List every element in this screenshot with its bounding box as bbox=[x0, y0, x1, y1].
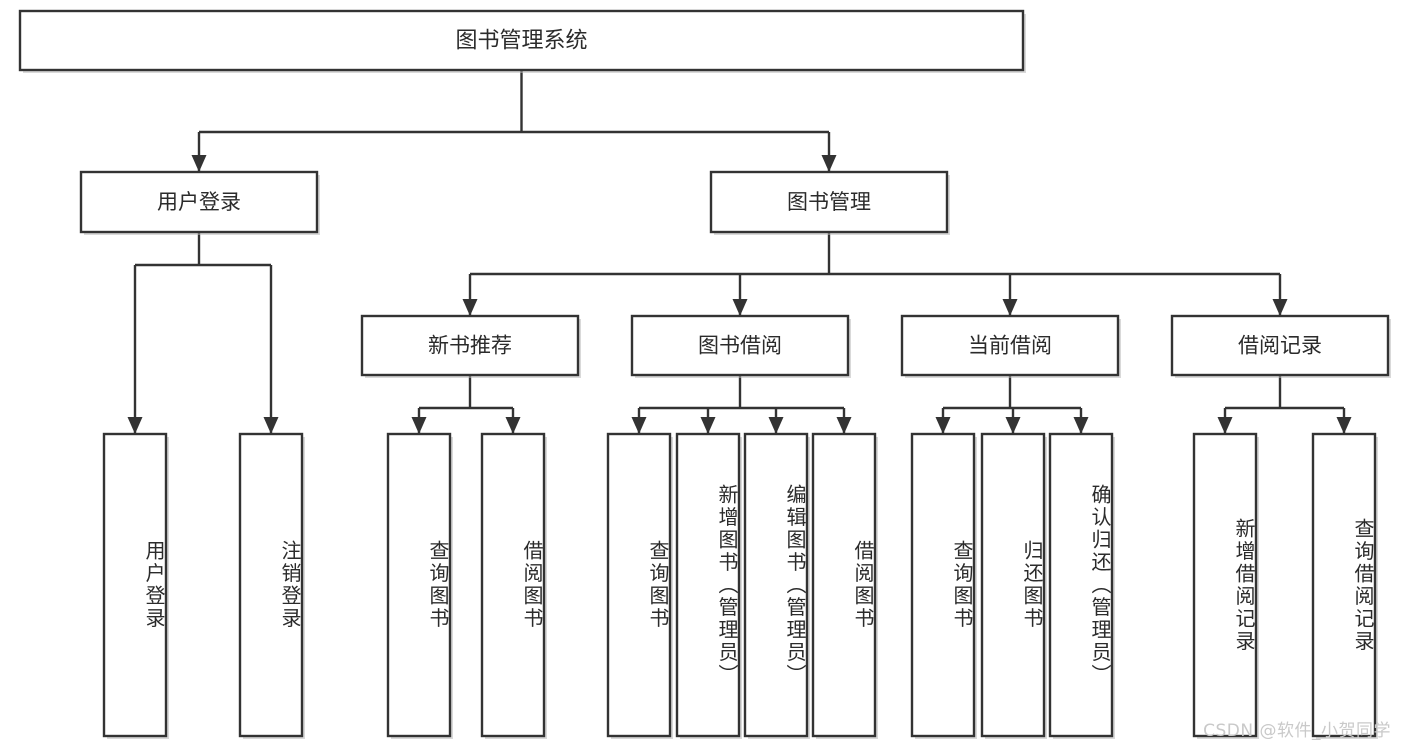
arrow-head bbox=[462, 299, 478, 316]
leaf-node-box bbox=[480, 432, 546, 738]
arrow-head bbox=[821, 155, 837, 172]
leaf-node-box bbox=[980, 432, 1046, 738]
arrow-head bbox=[505, 417, 521, 434]
node-label: 图书管理 bbox=[787, 190, 871, 214]
node-box bbox=[1170, 314, 1390, 377]
leaf-node-box bbox=[1311, 432, 1377, 738]
leaf-node-box bbox=[1048, 432, 1114, 738]
arrow-head bbox=[1073, 417, 1089, 434]
arrow-head bbox=[836, 417, 852, 434]
leaf-node-box bbox=[743, 432, 809, 738]
leaf-node-box bbox=[606, 432, 672, 738]
leaf-node-box bbox=[1192, 432, 1258, 738]
arrow-head bbox=[1336, 417, 1352, 434]
node-box bbox=[79, 170, 319, 234]
arrow-head bbox=[191, 155, 207, 172]
node-label: 新书推荐 bbox=[428, 334, 512, 358]
node-box bbox=[18, 9, 1025, 72]
leaf-node-box bbox=[102, 432, 168, 738]
arrow-head bbox=[1272, 299, 1288, 316]
arrow-head bbox=[411, 417, 427, 434]
arrow-head bbox=[1005, 417, 1021, 434]
arrow-head bbox=[700, 417, 716, 434]
node-box bbox=[900, 314, 1120, 377]
arrow-head bbox=[935, 417, 951, 434]
leaf-node-box bbox=[386, 432, 452, 738]
node-label: 借阅记录 bbox=[1238, 334, 1322, 358]
arrow-head bbox=[1217, 417, 1233, 434]
node-box bbox=[360, 314, 580, 377]
node-label: 图书管理系统 bbox=[455, 29, 587, 54]
watermark: CSDN @软件_小贺同学 bbox=[1203, 721, 1391, 741]
leaf-node-box bbox=[910, 432, 976, 738]
arrow-head bbox=[768, 417, 784, 434]
node-label: 当前借阅 bbox=[968, 334, 1052, 358]
node-label: 图书借阅 bbox=[698, 334, 782, 358]
leaf-node-box bbox=[675, 432, 741, 738]
edges-layer bbox=[127, 70, 1352, 434]
arrow-head bbox=[631, 417, 647, 434]
arrow-head bbox=[1002, 299, 1018, 316]
node-box bbox=[630, 314, 850, 377]
node-label: 用户登录 bbox=[157, 190, 241, 214]
leaf-node-box bbox=[238, 432, 304, 738]
arrow-head bbox=[263, 417, 279, 434]
arrow-head bbox=[732, 299, 748, 316]
arrow-head bbox=[127, 417, 143, 434]
node-box bbox=[709, 170, 949, 234]
leaf-node-box bbox=[811, 432, 877, 738]
boxes-layer bbox=[18, 9, 1391, 739]
